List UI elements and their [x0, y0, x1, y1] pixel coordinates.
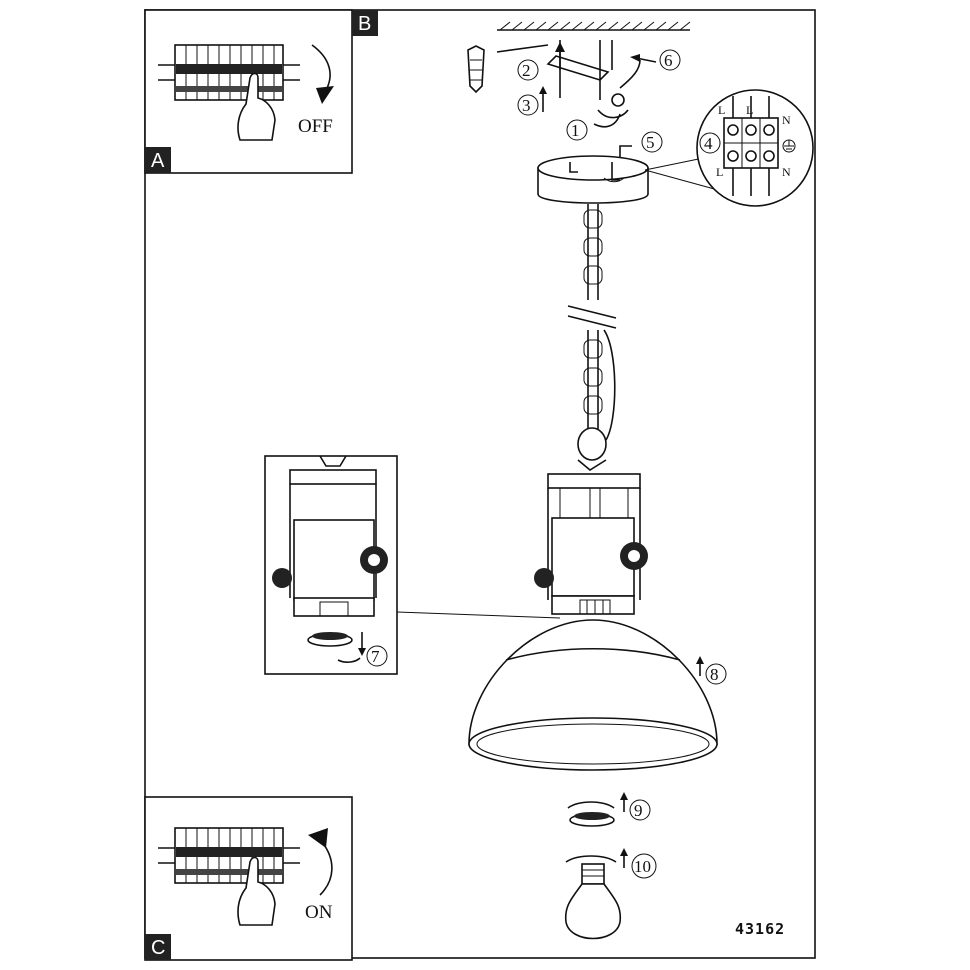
terminal-label-n-top: N [782, 113, 791, 127]
breaker-panel-icon [158, 44, 300, 101]
on-label: ON [305, 902, 333, 923]
step-9-callout: 9 [629, 799, 651, 821]
lamp-shade: 8 [468, 619, 727, 771]
off-label: OFF [298, 116, 333, 137]
terminal-label-l-top: L [718, 103, 725, 117]
tag-b-box [352, 10, 378, 36]
svg-text:2: 2 [522, 61, 531, 80]
svg-text:1: 1 [571, 121, 580, 140]
hand-icon [237, 72, 276, 141]
tag-c-box [145, 934, 171, 960]
product-code: 43162 [735, 920, 785, 938]
svg-text:9: 9 [634, 801, 643, 820]
ceiling-mount [467, 21, 691, 119]
canopy [537, 155, 649, 204]
mounting-bracket [546, 55, 610, 81]
step-1-callout: 1 [566, 113, 621, 141]
svg-text:5: 5 [646, 133, 655, 152]
step-8-callout: 8 [705, 663, 727, 685]
step-3-callout: 3 [517, 86, 547, 116]
step-4-callout: 4 [699, 132, 721, 154]
tag-a-box [145, 147, 171, 173]
svg-text:7: 7 [371, 647, 380, 666]
wall-plug-icon [467, 45, 485, 94]
step-7-callout: 7 [366, 645, 388, 667]
page-frame [144, 9, 816, 959]
svg-text:3: 3 [522, 96, 531, 115]
gear-knob-icon [534, 568, 554, 588]
step-6-callout: 6 [630, 49, 681, 71]
panel-switch-on: C ON [144, 796, 353, 961]
tag-b: B [358, 13, 371, 35]
step-5-callout: 5 [619, 131, 663, 162]
terminal-label-l-bottom: L [716, 165, 723, 179]
breaker-panel-icon [158, 827, 300, 884]
svg-text:4: 4 [704, 134, 713, 153]
socket-ring-inset: 7 [264, 455, 398, 675]
ground-icon [782, 139, 796, 153]
terminal-label-n-bottom: N [782, 165, 791, 179]
step-10-callout: 10 [631, 853, 657, 879]
terminal-block-zoom: L L N L N 4 [644, 89, 814, 207]
tag-a: A [151, 150, 165, 172]
terminal-label-l-top-2: L [746, 103, 753, 117]
hand-icon [237, 856, 276, 926]
lamp-holder [534, 473, 648, 615]
gear-knob-icon [272, 568, 292, 588]
light-bulb: 10 [564, 848, 657, 940]
svg-text:10: 10 [634, 857, 651, 876]
panel-switch-off: B A OFF [144, 9, 378, 174]
step-2-callout: 2 [517, 59, 539, 81]
retaining-ring: 9 [567, 792, 651, 827]
svg-text:8: 8 [710, 665, 719, 684]
chain [567, 204, 617, 471]
svg-text:6: 6 [664, 51, 673, 70]
tag-c: C [151, 937, 165, 959]
